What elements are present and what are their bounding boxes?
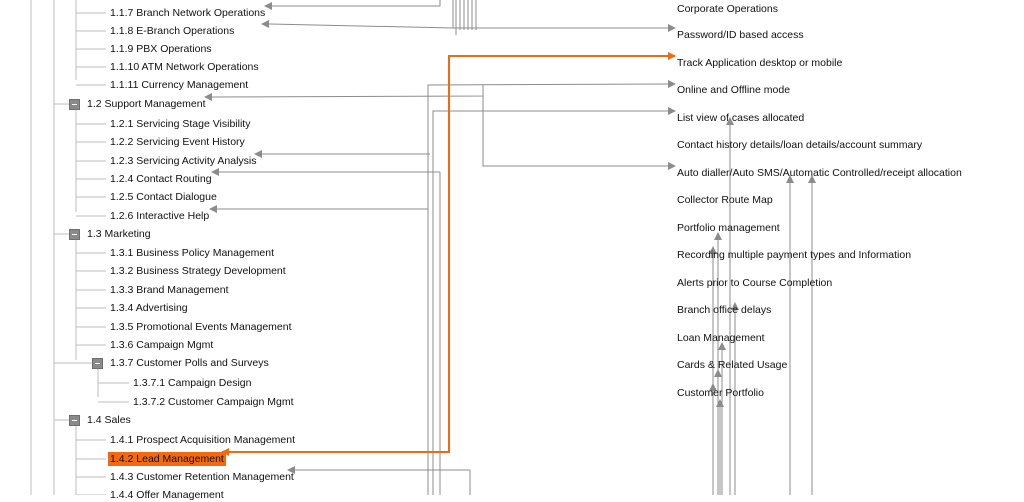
- tree-node-n13[interactable]: 1.3 Marketing: [87, 228, 151, 240]
- requirement-r2[interactable]: Track Application desktop or mobile: [677, 57, 843, 69]
- tree-node-n144[interactable]: 1.4.4 Offer Management: [110, 489, 224, 501]
- requirement-r5[interactable]: Contact history details/loan details/acc…: [677, 139, 923, 151]
- requirement-r11[interactable]: Branch office delays: [677, 304, 772, 316]
- tree-node-n14[interactable]: 1.4 Sales: [87, 414, 131, 426]
- wire-to-list-view: [432, 107, 676, 495]
- tree-node-n125[interactable]: 1.2.5 Contact Dialogue: [110, 191, 217, 203]
- requirement-r1[interactable]: Password/ID based access: [677, 29, 804, 41]
- tree-node-n142[interactable]: 1.4.2 Lead Management: [108, 452, 226, 466]
- wire-to-online: [427, 80, 676, 495]
- highlight-wire: [221, 55, 675, 456]
- requirement-r10[interactable]: Alerts prior to Course Completion: [677, 277, 833, 289]
- requirement-r8[interactable]: Portfolio management: [677, 222, 780, 234]
- requirement-r0[interactable]: Corporate Operations: [677, 3, 778, 15]
- collapse-icon[interactable]: [69, 99, 80, 110]
- tree-node-n119[interactable]: 1.1.9 PBX Operations: [110, 43, 212, 55]
- requirement-r4[interactable]: List view of cases allocated: [677, 112, 805, 124]
- tree-node-n133[interactable]: 1.3.3 Brand Management: [110, 284, 229, 296]
- tree-node-n143[interactable]: 1.4.3 Customer Retention Management: [110, 471, 294, 483]
- collapse-icon[interactable]: [69, 229, 80, 240]
- tree-node-n123[interactable]: 1.2.3 Servicing Activity Analysis: [110, 155, 257, 167]
- tree-node-n135[interactable]: 1.3.5 Promotional Events Management: [110, 321, 292, 333]
- tree-node-n1371[interactable]: 1.3.7.1 Campaign Design: [133, 377, 252, 389]
- tree-node-n131[interactable]: 1.3.1 Business Policy Management: [110, 247, 275, 259]
- requirement-r12[interactable]: Loan Management: [677, 332, 765, 344]
- tree-node-n121[interactable]: 1.2.1 Servicing Stage Visibility: [110, 118, 251, 130]
- requirement-r3[interactable]: Online and Offline mode: [677, 84, 791, 96]
- tree-node-n118[interactable]: 1.1.8 E-Branch Operations: [110, 25, 235, 37]
- tree-node-n122[interactable]: 1.2.2 Servicing Event History: [110, 136, 245, 148]
- tree-node-n132[interactable]: 1.3.2 Business Strategy Development: [110, 265, 286, 277]
- requirement-r9[interactable]: Recording multiple payment types and Inf…: [677, 249, 912, 261]
- wire-to-1-1-8: [261, 0, 454, 29]
- requirement-r6[interactable]: Auto dialler/Auto SMS/Automatic Controll…: [677, 167, 962, 179]
- tree-node-n1372[interactable]: 1.3.7.2 Customer Campaign Mgmt: [133, 396, 294, 408]
- tree-node-n134[interactable]: 1.3.4 Advertising: [110, 302, 188, 314]
- tree-node-n117[interactable]: 1.1.7 Branch Network Operations: [110, 7, 266, 19]
- requirement-r7[interactable]: Collector Route Map: [677, 194, 773, 206]
- tree-node-n124[interactable]: 1.2.4 Contact Routing: [110, 173, 212, 185]
- wire-to-password: [452, 20, 676, 32]
- tree-node-n137[interactable]: 1.3.7 Customer Polls and Surveys: [110, 357, 269, 369]
- requirement-r14[interactable]: Customer Portfolio: [677, 387, 764, 399]
- tree-node-n126[interactable]: 1.2.6 Interactive Help: [110, 210, 210, 222]
- tree-node-n1111[interactable]: 1.1.11 Currency Management: [110, 79, 249, 91]
- collapse-icon[interactable]: [69, 415, 80, 426]
- tree-node-n141[interactable]: 1.4.1 Prospect Acquisition Management: [110, 434, 296, 446]
- wire-to-1-1-7: [264, 0, 441, 10]
- tree-node-n1110[interactable]: 1.1.10 ATM Network Operations: [110, 61, 259, 73]
- requirement-r13[interactable]: Cards & Related Usage: [677, 359, 788, 371]
- collapse-icon[interactable]: [92, 358, 103, 369]
- tree-node-n12[interactable]: 1.2 Support Management: [87, 98, 206, 110]
- tree-node-n136[interactable]: 1.3.6 Campaign Mgmt: [110, 339, 214, 351]
- wire-to-auto-dialler: [482, 85, 676, 170]
